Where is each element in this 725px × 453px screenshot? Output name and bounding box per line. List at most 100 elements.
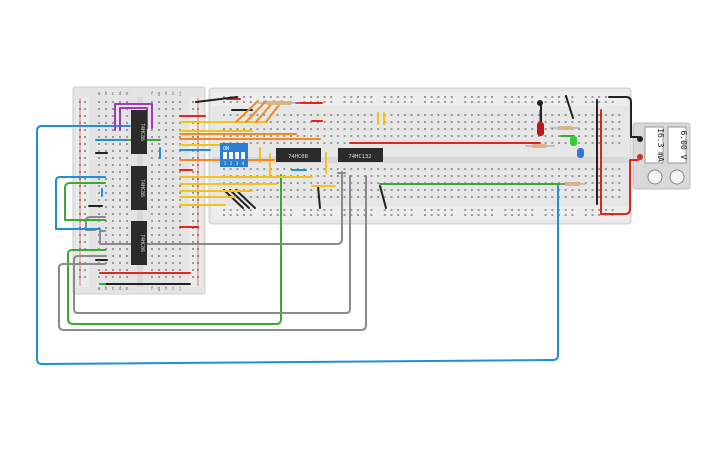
hole [417, 175, 420, 177]
dip-toggle-1[interactable] [223, 152, 227, 159]
voltage-knob[interactable] [669, 169, 685, 185]
hole [126, 129, 128, 131]
hole [591, 114, 594, 116]
rail-hole [450, 101, 453, 103]
chip-u4[interactable]: 74HC08 [276, 148, 321, 162]
rail-hole [350, 101, 353, 103]
hole [126, 136, 128, 138]
hole [504, 114, 507, 116]
dip-number-2: 2 [230, 161, 233, 166]
hole [377, 189, 380, 191]
hole [357, 128, 359, 130]
dip-toggle-4[interactable] [241, 152, 245, 159]
hole [290, 135, 292, 137]
hole [112, 143, 114, 145]
rail-hole [558, 96, 560, 98]
resistor-3[interactable] [525, 144, 555, 148]
rail-hole [303, 209, 306, 211]
hole [165, 101, 167, 103]
column-letter: i [171, 91, 174, 97]
current-knob[interactable] [647, 169, 663, 185]
hole [417, 128, 420, 130]
hole [497, 135, 500, 137]
hole [172, 136, 174, 138]
hole [397, 128, 400, 130]
wire-blue [36, 125, 559, 365]
hole [383, 168, 386, 170]
hole [383, 175, 386, 177]
resistor-4[interactable] [560, 182, 585, 186]
rail-hole [544, 101, 547, 103]
hole [618, 182, 621, 184]
hole [484, 168, 487, 170]
hole [243, 168, 246, 170]
hole [165, 269, 167, 271]
hole [464, 114, 467, 116]
hole [343, 142, 346, 144]
hole [430, 196, 433, 198]
rail-hole [229, 101, 232, 103]
led-red-top [537, 100, 543, 106]
hole [165, 136, 167, 138]
rail-hole [584, 214, 587, 216]
terminal-positive[interactable] [637, 154, 643, 160]
hole [172, 108, 174, 110]
hole [172, 192, 174, 194]
hole [598, 135, 601, 137]
hole [119, 101, 121, 103]
hole [444, 168, 447, 170]
hole [119, 185, 121, 187]
chip-u3[interactable]: 74HC86 [131, 221, 147, 265]
rail-hole [192, 234, 194, 236]
hole [126, 192, 128, 194]
hole [578, 114, 581, 116]
chip-u5[interactable]: 74HC132 [338, 148, 383, 162]
hole [618, 175, 621, 177]
hole [165, 234, 167, 236]
hole [457, 175, 460, 177]
led-blue[interactable] [577, 148, 584, 158]
hole [430, 121, 433, 123]
hole [223, 168, 225, 170]
wire-gray [58, 175, 367, 331]
rail-hole [330, 209, 333, 211]
hole [158, 178, 160, 180]
rail-hole [397, 214, 400, 216]
hole [598, 182, 601, 184]
hole [165, 262, 167, 264]
hole [504, 175, 507, 177]
hole [98, 122, 100, 124]
rail-hole [598, 101, 601, 103]
resistor-2[interactable] [550, 126, 580, 130]
hole [437, 189, 440, 191]
hole [604, 121, 607, 123]
hole [323, 128, 326, 130]
dip-toggle-3[interactable] [235, 152, 239, 159]
hole [363, 175, 366, 177]
rail-hole [84, 108, 86, 110]
hole [151, 262, 153, 264]
hole [98, 157, 100, 159]
power-supply[interactable]: 16.3 mA 6.00 V [632, 122, 691, 190]
dip-toggle-2[interactable] [229, 152, 233, 159]
resistor-1[interactable] [258, 101, 300, 105]
hole [165, 206, 167, 208]
hole [126, 185, 128, 187]
hole [112, 276, 114, 278]
rail-hole [229, 214, 232, 216]
chip-u2[interactable]: 74HC86 [131, 166, 147, 210]
led-green[interactable] [570, 136, 577, 146]
hole [119, 248, 121, 250]
hole [296, 121, 299, 123]
hole [112, 129, 114, 131]
hole [105, 262, 107, 264]
chip-u1[interactable]: 74HC86 [131, 110, 147, 154]
rail-hole [84, 164, 86, 166]
dip-switch[interactable]: ON 1 2 3 4 [220, 143, 248, 167]
led-red[interactable] [537, 100, 544, 136]
rail-hole [192, 178, 194, 180]
hole [417, 196, 420, 198]
hole [470, 168, 473, 170]
hole [336, 182, 339, 184]
rail-hole [564, 209, 567, 211]
